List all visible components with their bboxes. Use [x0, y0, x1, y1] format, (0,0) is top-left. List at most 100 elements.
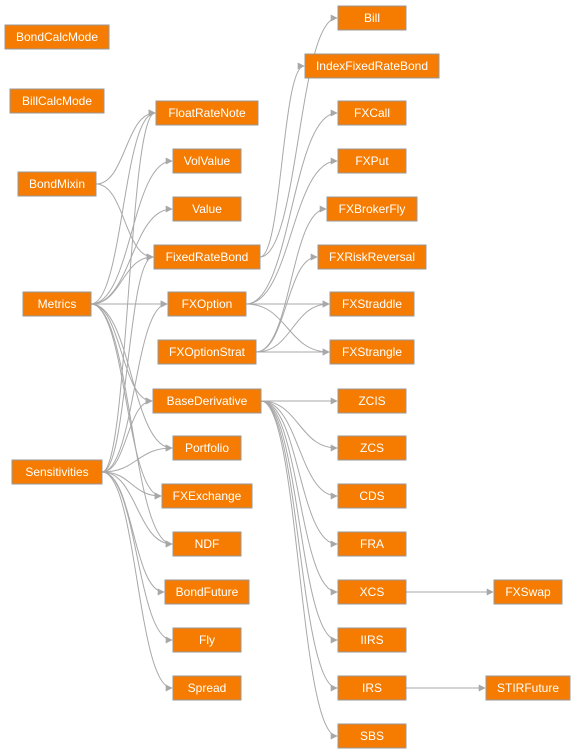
- node-fx-straddle[interactable]: FXStraddle: [329, 291, 415, 317]
- node-vol-value[interactable]: VolValue: [172, 148, 242, 174]
- node-label: Bill: [364, 11, 380, 25]
- node-label: FixedRateBond: [166, 250, 249, 264]
- node-fx-put[interactable]: FXPut: [337, 148, 407, 174]
- node-box: [153, 244, 261, 270]
- node-zcs[interactable]: ZCS: [337, 435, 407, 461]
- node-fx-strangle[interactable]: FXStrangle: [329, 339, 415, 365]
- node-label: XCS: [360, 585, 385, 599]
- node-label: FXPut: [355, 154, 389, 168]
- node-label: ZCIS: [358, 394, 385, 408]
- node-stir-future[interactable]: STIRFuture: [485, 675, 571, 701]
- node-label: Metrics: [38, 297, 77, 311]
- node-label: BillCalcMode: [22, 94, 92, 108]
- node-base-derivative[interactable]: BaseDerivative: [152, 388, 262, 414]
- node-value[interactable]: Value: [172, 196, 242, 222]
- edge-bond-mixin-to-float-rate-note: [95, 109, 156, 185]
- node-fx-option[interactable]: FXOption: [167, 291, 247, 317]
- node-label: FXRiskReversal: [329, 250, 415, 264]
- edge-metrics-to-vol-value: [90, 157, 173, 305]
- node-sensitivities[interactable]: Sensitivities: [11, 459, 103, 485]
- edge-base-derivative-to-xcs: [260, 400, 338, 596]
- node-box: [493, 579, 563, 605]
- node-portfolio[interactable]: Portfolio: [172, 435, 242, 461]
- node-box: [17, 171, 97, 197]
- edge-sensitivities-to-fly: [101, 471, 173, 644]
- node-label: Spread: [188, 681, 227, 695]
- node-sbs[interactable]: SBS: [337, 723, 407, 749]
- node-label: FXStrangle: [342, 345, 402, 359]
- edge-base-derivative-to-sbs: [260, 400, 338, 740]
- node-fly[interactable]: Fly: [172, 627, 242, 653]
- node-zcis[interactable]: ZCIS: [337, 388, 407, 414]
- edge-fx-option-strat-to-fx-broker-fly: [255, 205, 327, 353]
- edge-sensitivities-to-fx-option: [101, 300, 168, 473]
- edge-base-derivative-to-irs: [260, 400, 338, 692]
- node-label: BondFuture: [176, 585, 239, 599]
- node-box: [317, 244, 427, 270]
- edge-fixed-rate-bond-to-bill: [259, 14, 338, 258]
- node-label: IRS: [362, 681, 382, 695]
- edge-base-derivative-to-fra: [260, 400, 338, 548]
- node-spread[interactable]: Spread: [172, 675, 242, 701]
- node-label: IndexFixedRateBond: [316, 59, 428, 73]
- node-ndf[interactable]: NDF: [172, 531, 242, 557]
- node-box: [9, 88, 105, 114]
- node-bill[interactable]: Bill: [337, 5, 407, 31]
- node-label: BaseDerivative: [167, 394, 248, 408]
- node-bond-calc-mode[interactable]: BondCalcMode: [4, 24, 110, 50]
- node-label: FXOption: [182, 297, 233, 311]
- node-label: FXBrokerFly: [339, 202, 406, 216]
- node-label: Sensitivities: [25, 465, 88, 479]
- node-fx-risk-reversal[interactable]: FXRiskReversal: [317, 244, 427, 270]
- edge-sensitivities-to-fx-exchange: [101, 471, 162, 500]
- node-box: [172, 531, 242, 557]
- node-index-fixed-rate-bond[interactable]: IndexFixedRateBond: [304, 53, 440, 79]
- node-box: [337, 675, 407, 701]
- edge-sensitivities-to-ndf: [101, 471, 173, 548]
- node-box: [337, 435, 407, 461]
- node-fx-option-strat[interactable]: FXOptionStrat: [157, 339, 257, 365]
- node-float-rate-note[interactable]: FloatRateNote: [155, 100, 259, 126]
- node-box: [337, 5, 407, 31]
- node-label: FXExchange: [173, 489, 242, 503]
- node-fx-swap[interactable]: FXSwap: [493, 579, 563, 605]
- node-label: SBS: [360, 729, 384, 743]
- node-box: [329, 291, 415, 317]
- node-bond-future[interactable]: BondFuture: [164, 579, 250, 605]
- node-fx-exchange[interactable]: FXExchange: [161, 483, 253, 509]
- node-bill-calc-mode[interactable]: BillCalcMode: [9, 88, 105, 114]
- edge-fx-option-to-fx-strangle: [245, 303, 330, 356]
- node-irs[interactable]: IRS: [337, 675, 407, 701]
- node-label: Portfolio: [185, 441, 229, 455]
- node-fra[interactable]: FRA: [337, 531, 407, 557]
- node-fx-call[interactable]: FXCall: [337, 100, 407, 126]
- node-label: Fly: [199, 633, 215, 647]
- edge-fx-option-strat-to-fx-straddle: [255, 300, 330, 353]
- node-box: [172, 627, 242, 653]
- node-box: [172, 148, 242, 174]
- node-metrics[interactable]: Metrics: [22, 291, 92, 317]
- edge-base-derivative-to-cds: [260, 400, 338, 500]
- node-iirs[interactable]: IIRS: [337, 627, 407, 653]
- node-box: [167, 291, 247, 317]
- node-box: [11, 459, 103, 485]
- node-label: FXOptionStrat: [169, 345, 246, 359]
- node-box: [4, 24, 110, 50]
- node-cds[interactable]: CDS: [337, 483, 407, 509]
- node-xcs[interactable]: XCS: [337, 579, 407, 605]
- node-box: [337, 100, 407, 126]
- node-fx-broker-fly[interactable]: FXBrokerFly: [326, 196, 418, 222]
- node-box: [161, 483, 253, 509]
- node-box: [152, 388, 262, 414]
- node-label: CDS: [359, 489, 384, 503]
- node-label: STIRFuture: [497, 681, 559, 695]
- node-fixed-rate-bond[interactable]: FixedRateBond: [153, 244, 261, 270]
- node-box: [337, 148, 407, 174]
- node-box: [326, 196, 418, 222]
- edge-metrics-to-base-derivative: [90, 303, 153, 405]
- node-bond-mixin[interactable]: BondMixin: [17, 171, 97, 197]
- edge-sensitivities-to-fixed-rate-bond: [101, 253, 154, 473]
- node-box: [172, 675, 242, 701]
- edge-sensitivities-to-spread: [101, 471, 173, 692]
